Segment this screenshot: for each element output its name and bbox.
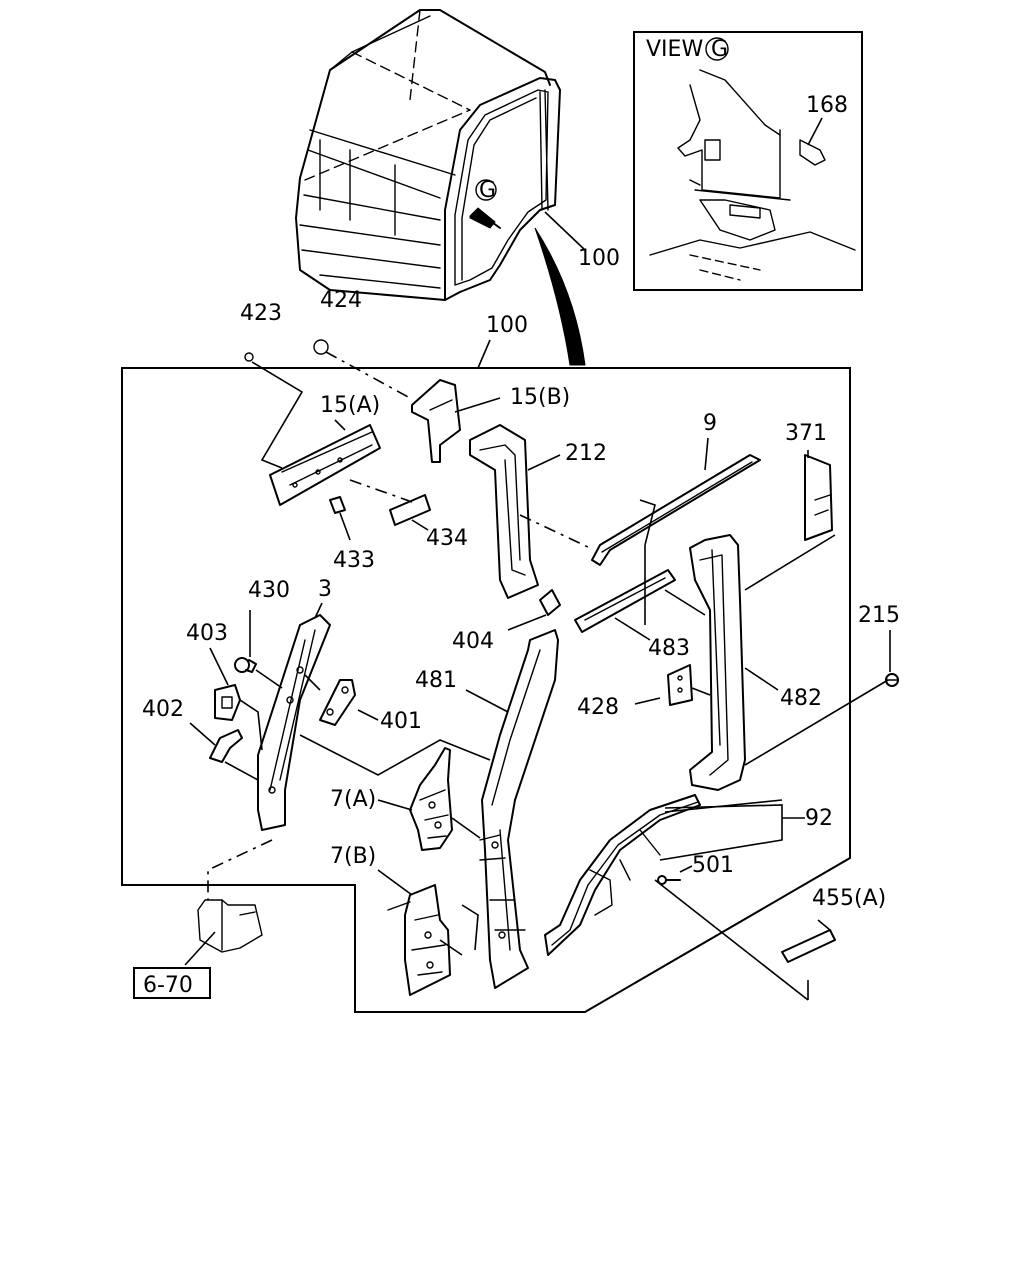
part-481 xyxy=(479,629,559,989)
part-430 xyxy=(234,657,257,673)
label-404: 404 xyxy=(452,629,494,654)
label-7b: 7(B) xyxy=(330,844,376,869)
part-7a xyxy=(409,747,453,851)
label-483: 483 xyxy=(648,636,690,661)
view-label: VIEW xyxy=(646,37,703,62)
label-428: 428 xyxy=(577,695,619,720)
part-403 xyxy=(214,684,241,721)
cab-illustration: G xyxy=(295,9,586,366)
label-482: 482 xyxy=(780,686,822,711)
part-482 xyxy=(689,534,746,791)
label-434: 434 xyxy=(426,526,468,551)
ref-box[interactable] xyxy=(133,967,211,999)
label-401: 401 xyxy=(380,709,422,734)
label-403: 403 xyxy=(186,621,228,646)
label-100-cab: 100 xyxy=(578,246,620,271)
label-15a: 15(A) xyxy=(320,393,380,418)
part-15a xyxy=(269,419,381,506)
label-433: 433 xyxy=(333,548,375,573)
view-g-inset xyxy=(633,31,863,291)
part-433 xyxy=(329,496,346,514)
label-423: 423 xyxy=(240,301,282,326)
part-6-70 xyxy=(197,899,263,953)
label-455a: 455(A) xyxy=(812,886,886,911)
part-92 xyxy=(544,794,701,956)
label-481: 481 xyxy=(415,668,457,693)
part-212 xyxy=(469,424,539,599)
label-430: 430 xyxy=(248,578,290,603)
label-215: 215 xyxy=(858,603,900,628)
label-424: 424 xyxy=(320,288,362,313)
label-92: 92 xyxy=(805,806,833,831)
view-marker: G xyxy=(711,37,728,62)
label-168: 168 xyxy=(806,93,848,118)
assembly-frame xyxy=(121,367,851,1013)
label-3: 3 xyxy=(318,577,332,602)
part-371 xyxy=(804,454,833,541)
part-428 xyxy=(667,664,693,706)
label-7a: 7(A) xyxy=(330,787,376,812)
part-401 xyxy=(319,679,356,726)
label-100-frame: 100 xyxy=(486,313,528,338)
part-15b xyxy=(411,379,461,463)
cab-view-marker: G xyxy=(479,178,496,203)
label-371: 371 xyxy=(785,421,827,446)
label-ref-6-70[interactable]: 6-70 xyxy=(143,973,193,998)
part-9 xyxy=(591,454,761,566)
part-434 xyxy=(389,494,431,526)
part-455a xyxy=(781,929,836,963)
label-402: 402 xyxy=(142,697,184,722)
part-3 xyxy=(257,614,331,831)
part-404 xyxy=(539,589,561,616)
part-501 xyxy=(657,875,681,885)
part-7b xyxy=(387,884,451,996)
label-9: 9 xyxy=(703,411,717,436)
label-212: 212 xyxy=(565,441,607,466)
part-215 xyxy=(885,673,899,687)
part-483 xyxy=(574,569,676,633)
part-402 xyxy=(209,729,243,763)
label-15b: 15(B) xyxy=(510,385,570,410)
label-501: 501 xyxy=(692,853,734,878)
